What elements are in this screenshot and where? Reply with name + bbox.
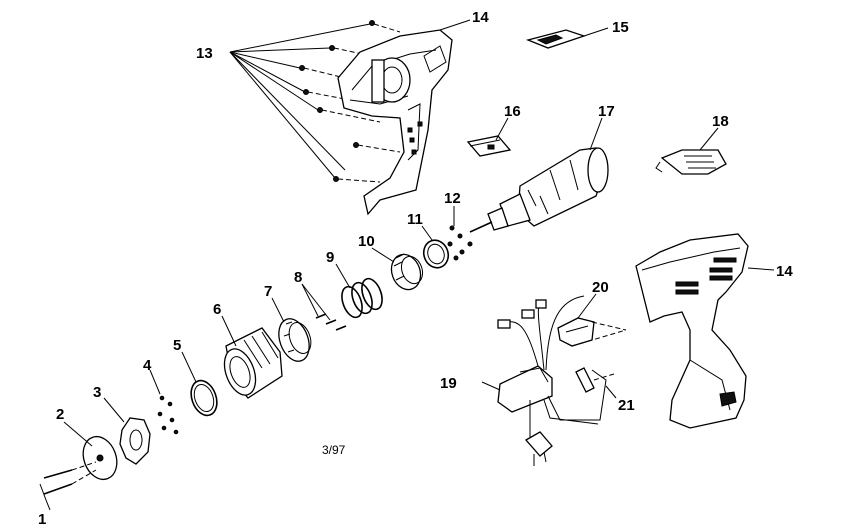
callout-16: 16 [504, 103, 521, 120]
washer-5 [181, 351, 218, 417]
ring-gear-10 [371, 247, 424, 291]
clutch-collar-6 [221, 315, 283, 399]
chuck-screws [39, 461, 97, 511]
callout-12: 12 [444, 190, 461, 207]
motor-assembly [469, 117, 609, 233]
washer-11 [421, 225, 450, 269]
bearing-balls [447, 206, 473, 261]
clutch-springs [335, 263, 383, 319]
callout-8: 8 [294, 269, 302, 286]
callout-6: 6 [213, 301, 221, 318]
brush-holder-20 [557, 293, 627, 347]
housing-half-left [337, 19, 471, 216]
detent-balls [149, 369, 179, 435]
callout-14-top: 14 [472, 9, 489, 26]
callout-13: 13 [196, 45, 213, 62]
clutch-plate-7 [271, 297, 312, 362]
lead-wire-21 [575, 367, 617, 399]
callout-3: 3 [93, 384, 101, 401]
callout-18: 18 [712, 113, 729, 130]
callout-7: 7 [264, 283, 272, 300]
date-code: 3/97 [322, 443, 346, 457]
brush-plate-part [466, 117, 512, 157]
callout-19: 19 [440, 375, 457, 392]
callout-20: 20 [592, 279, 609, 296]
callout-labels: 1 2 3 4 5 6 7 8 9 10 11 12 13 14 14 15 1… [38, 9, 793, 526]
switch-bracket-part [655, 127, 727, 175]
chuck-washer-2 [63, 421, 118, 481]
callout-14-right: 14 [776, 263, 793, 280]
callout-2: 2 [56, 406, 64, 423]
callout-10: 10 [358, 233, 375, 250]
housing-half-right [635, 233, 775, 429]
callout-21: 21 [618, 397, 635, 414]
callout-15: 15 [612, 19, 629, 36]
callout-17: 17 [598, 103, 615, 120]
switch-label-part [525, 27, 609, 49]
callout-4: 4 [143, 357, 152, 374]
callout-5: 5 [173, 337, 181, 354]
callout-9: 9 [326, 249, 334, 266]
switch-assembly [481, 295, 607, 466]
callout-11: 11 [407, 211, 423, 228]
clutch-pins [301, 283, 347, 331]
bearing-plate-3 [103, 397, 151, 465]
callout-1: 1 [38, 511, 46, 526]
